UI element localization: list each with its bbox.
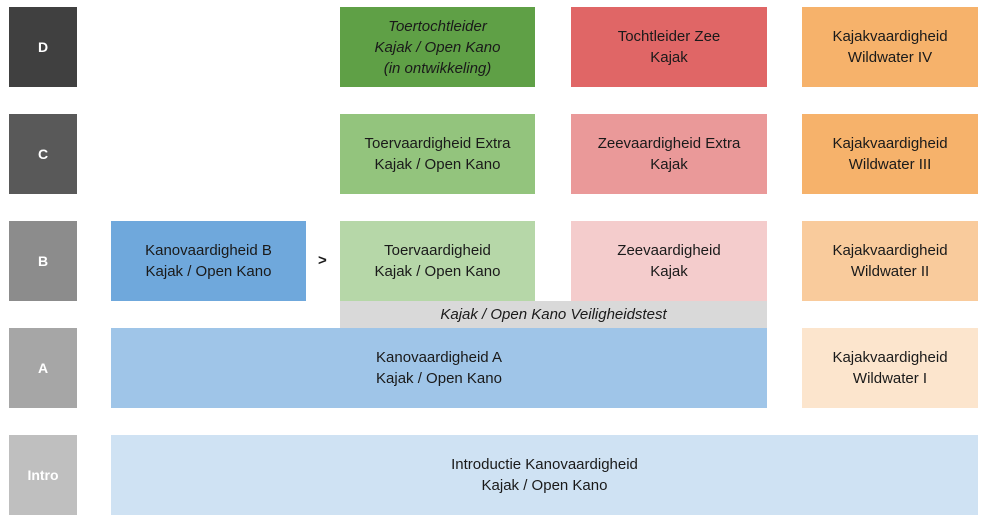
zeevaardigheid-line-1: Zeevaardigheid [617,242,721,259]
toervaardigheid-box: Toervaardigheid Kajak / Open Kano [340,221,535,301]
kanovaardigheid-a-line-1: Kanovaardigheid A [376,349,502,366]
zeevaardigheid-box: Zeevaardigheid Kajak [571,221,767,301]
level-intro-label: Intro [27,467,59,483]
veiligheidstest-label: Kajak / Open Kano Veiligheidstest [440,306,667,323]
level-intro: Intro [9,435,77,515]
kanovaardigheid-a-box: Kanovaardigheid A Kajak / Open Kano [111,328,767,408]
tochtleider-zee-line-2: Kajak [650,49,688,66]
kanovaardigheid-b-line-1: Kanovaardigheid B [145,242,272,259]
introductie-box: Introductie Kanovaardigheid Kajak / Open… [111,435,978,515]
level-d: D [9,7,77,87]
zeevaardigheid-extra-line-1: Zeevaardigheid Extra [597,135,741,152]
introductie-line-1: Introductie Kanovaardigheid [451,456,638,473]
wildwater-2-line-1: Kajakvaardigheid [832,242,948,259]
toervaardigheid-line-2: Kajak / Open Kano [374,263,501,280]
veiligheidstest-bar: Kajak / Open Kano Veiligheidstest [340,301,767,328]
toertochtleider-line-2: Kajak / Open Kano [374,38,501,56]
toervaardigheid-line-1: Toervaardigheid [384,242,491,259]
level-c-label: C [37,146,49,162]
zeevaardigheid-extra-box: Zeevaardigheid Extra Kajak [571,114,767,194]
toervaardigheid-extra-line-1: Toervaardigheid Extra [364,135,511,152]
kanovaardigheid-a-line-2: Kajak / Open Kano [376,370,502,387]
level-a-label: A [37,360,49,376]
wildwater-3-line-2: Wildwater III [848,156,932,173]
level-b-label: B [37,253,49,269]
wildwater-3-line-1: Kajakvaardigheid [832,135,948,152]
wildwater-4-line-2: Wildwater IV [847,49,933,66]
introductie-line-2: Kajak / Open Kano [481,477,608,494]
kanovaardigheid-b-line-2: Kajak / Open Kano [145,263,272,280]
level-b: B [9,221,77,301]
wildwater-3-box: Kajakvaardigheid Wildwater III [802,114,978,194]
level-c: C [9,114,77,194]
toervaardigheid-extra-line-2: Kajak / Open Kano [374,156,501,173]
wildwater-1-line-2: Wildwater I [852,370,928,387]
wildwater-2-box: Kajakvaardigheid Wildwater II [802,221,978,301]
tochtleider-zee-line-1: Tochtleider Zee [617,28,721,45]
level-d-label: D [37,39,49,55]
wildwater-2-line-2: Wildwater II [850,263,930,280]
zeevaardigheid-line-2: Kajak [650,263,688,280]
zeevaardigheid-extra-line-2: Kajak [650,156,688,173]
toertochtleider-line-3: (in ontwikkeling) [383,59,492,77]
level-a: A [9,328,77,408]
toervaardigheid-extra-box: Toervaardigheid Extra Kajak / Open Kano [340,114,535,194]
wildwater-1-box: Kajakvaardigheid Wildwater I [802,328,978,408]
progression-arrow: > [318,252,327,269]
toertochtleider-box: Toertochtleider Kajak / Open Kano (in on… [340,7,535,87]
kanovaardigheid-b-box: Kanovaardigheid B Kajak / Open Kano [111,221,306,301]
wildwater-4-line-1: Kajakvaardigheid [832,28,948,45]
wildwater-1-line-1: Kajakvaardigheid [832,349,948,366]
wildwater-4-box: Kajakvaardigheid Wildwater IV [802,7,978,87]
tochtleider-zee-box: Tochtleider Zee Kajak [571,7,767,87]
toertochtleider-line-1: Toertochtleider [388,17,487,35]
